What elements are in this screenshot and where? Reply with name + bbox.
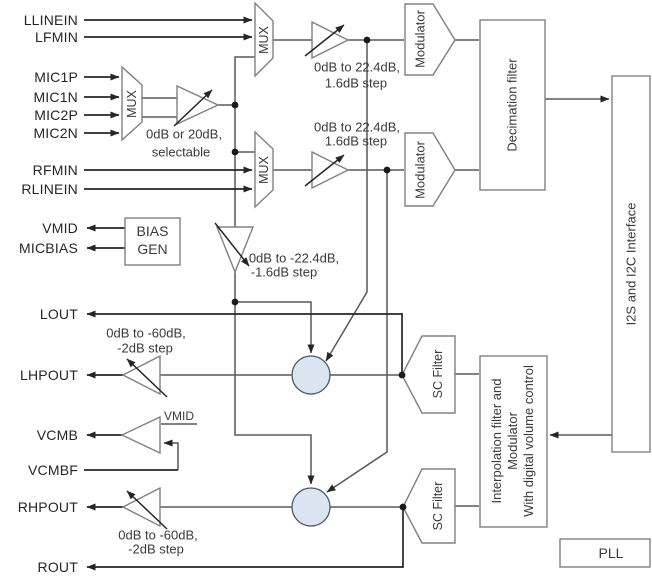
mic-gain-arrow-icon xyxy=(173,89,213,127)
left-summing-node xyxy=(291,355,331,395)
junction-micamp-out xyxy=(231,101,239,109)
lhpout-gain-note-line1: 0dB to -60dB, xyxy=(106,325,186,341)
pin-label-rfmin: RFMIN xyxy=(32,162,78,178)
pll-box xyxy=(559,538,651,568)
wire-rout xyxy=(86,507,404,571)
decimation-filter-box xyxy=(479,19,546,191)
vmid-reference-label: VMID xyxy=(164,409,194,423)
pin-label-lfmin: LFMIN xyxy=(35,29,78,45)
pin-label-lout: LOUT xyxy=(39,306,78,322)
vcmb-buffer-amp xyxy=(120,415,161,455)
bypass-atten-note-line1: 0dB to -22.4dB, xyxy=(248,250,340,266)
wire-lout xyxy=(86,310,403,375)
mic-mux-shape xyxy=(121,65,143,142)
right-summing-node xyxy=(291,487,331,527)
mic-gain-note-line2: selectable xyxy=(151,144,211,160)
bias-label-line1: BIAS xyxy=(136,223,169,239)
wire-rightadc-bus-to-right-sum xyxy=(326,170,388,493)
lhpout-gain-note-line2: -2dB step xyxy=(117,340,173,356)
mic-gain-note-line1: 0dB or 20dB, xyxy=(146,126,222,142)
pin-label-micbias: MICBIAS xyxy=(19,240,78,256)
pll-label: PLL xyxy=(598,545,624,561)
right-adc-pga-amp xyxy=(311,150,350,190)
lhpout-gain-arrow-icon xyxy=(126,358,168,398)
pin-wires xyxy=(84,16,404,571)
right-adc-gain-arrow-icon xyxy=(304,154,345,187)
junction-right-adc xyxy=(383,166,391,174)
block-shapes xyxy=(120,1,651,568)
wire-bypass-to-left-sum xyxy=(235,301,315,354)
bias-gen-box xyxy=(124,217,181,266)
modulator1-shape xyxy=(404,3,456,76)
junction-dots xyxy=(231,36,407,511)
modulator1-label: Modulator xyxy=(412,10,428,68)
mic-mux-label: MUX xyxy=(125,90,139,118)
bias-label-line2: GEN xyxy=(137,241,168,257)
interpolation-label-line3: With digital volume control xyxy=(521,365,536,517)
junction-bypass-branch xyxy=(231,298,239,306)
lhpout-volume-amp xyxy=(121,354,161,396)
rhpout-gain-note-line1: 0dB to -60dB, xyxy=(118,527,198,543)
interpolation-filter-box xyxy=(479,355,548,528)
left-adc-gain-note-line2: 1.6dB step xyxy=(324,75,388,91)
decimation-filter-label: Decimation filter xyxy=(504,58,520,152)
sc-filter2-label: SC Filter xyxy=(431,481,445,531)
pin-label-llinein: LLINEIN xyxy=(23,12,78,28)
i2s-i2c-interface-label: I2S and I2C Interface xyxy=(623,202,639,326)
wire-leftadc-bus-to-left-sum xyxy=(325,40,368,362)
bypass-atten-note-line2: -1.6dB step xyxy=(250,264,318,280)
right-mux-label: MUX xyxy=(257,156,271,184)
pin-label-mic1n: MIC1N xyxy=(33,89,78,105)
interpolation-filter-label: Interpolation filter and Modulator With … xyxy=(489,365,537,517)
i2s-i2c-interface-box xyxy=(611,75,651,453)
pin-label-mic2n: MIC2N xyxy=(33,125,78,141)
pin-label-mic1p: MIC1P xyxy=(34,69,78,85)
right-input-mux-shape xyxy=(254,130,274,209)
junction-left-adc xyxy=(363,36,371,44)
junction-right-dac-node xyxy=(399,503,407,511)
bypass-atten-arrow-icon xyxy=(214,222,250,267)
mic-pga-amp xyxy=(176,84,220,126)
wire-bypass-to-right-sum xyxy=(234,272,315,485)
left-adc-gain-note-line1: 0dB to 22.4dB, xyxy=(313,59,401,75)
rhpout-volume-amp xyxy=(121,486,161,528)
bias-gen-label: BIAS GEN xyxy=(125,222,180,258)
pin-label-rout: ROUT xyxy=(37,559,78,575)
right-adc-gain-note-line1: 0dB to 22.4dB, xyxy=(313,119,401,135)
left-adc-pga-amp xyxy=(311,20,350,60)
modulator2-label: Modulator xyxy=(412,141,428,199)
junction-left-dac-node xyxy=(398,371,406,379)
rhpout-gain-arrow-icon xyxy=(126,490,168,530)
pin-label-vcmbf: VCMBF xyxy=(28,462,78,478)
left-input-mux-shape xyxy=(254,1,274,78)
pin-label-vmid: VMID xyxy=(42,220,78,236)
pin-label-rhpout: RHPOUT xyxy=(17,499,78,515)
interpolation-label-line1: Interpolation filter and xyxy=(489,378,504,504)
right-adc-gain-note-line2: 1.6dB step xyxy=(324,133,388,149)
sc-filter2-shape xyxy=(402,468,456,544)
junction-micbus-mux2 xyxy=(231,148,239,156)
sc-filter1-label: SC Filter xyxy=(431,349,445,399)
left-adc-gain-arrow-icon xyxy=(304,24,345,57)
left-mux-label: MUX xyxy=(257,26,271,54)
sc-filter1-shape xyxy=(401,335,456,414)
wire-vcmbf-feedback xyxy=(163,439,179,470)
pin-label-vcmb: VCMB xyxy=(36,427,78,443)
pin-label-mic2p: MIC2P xyxy=(34,107,78,123)
interpolation-label-line2: Modulator xyxy=(505,412,520,470)
wire-micbus-to-mux1 xyxy=(234,56,255,105)
pin-label-lhpout: LHPOUT xyxy=(20,367,78,383)
gain-adjust-arrows xyxy=(126,24,345,530)
modulator2-shape xyxy=(404,132,456,207)
rhpout-gain-note-line2: -2dB step xyxy=(128,541,184,557)
pin-label-rlinein: RLINEIN xyxy=(21,181,78,197)
